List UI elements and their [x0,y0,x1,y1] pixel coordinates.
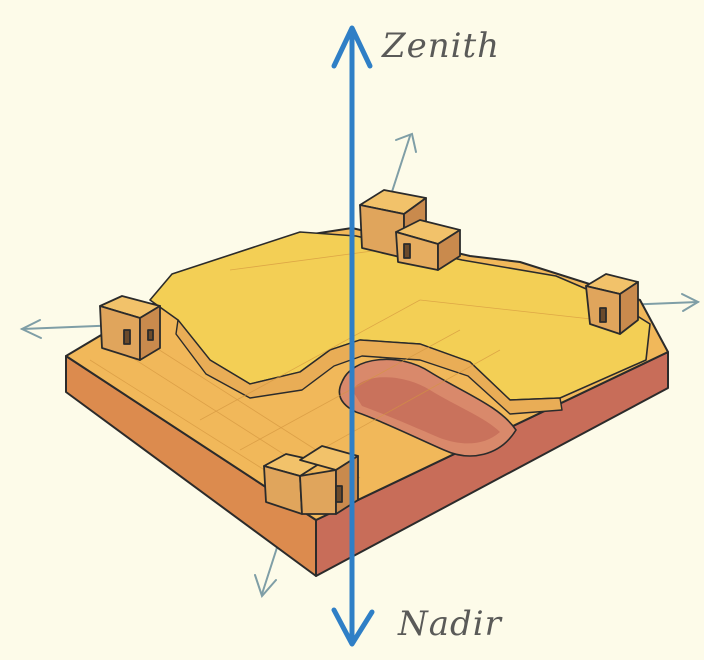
nadir-label: Nadir [398,604,502,644]
zenith-label: Zenith [382,26,500,66]
house-left [100,296,160,360]
terrain-block [66,228,668,576]
house-right [586,274,638,334]
